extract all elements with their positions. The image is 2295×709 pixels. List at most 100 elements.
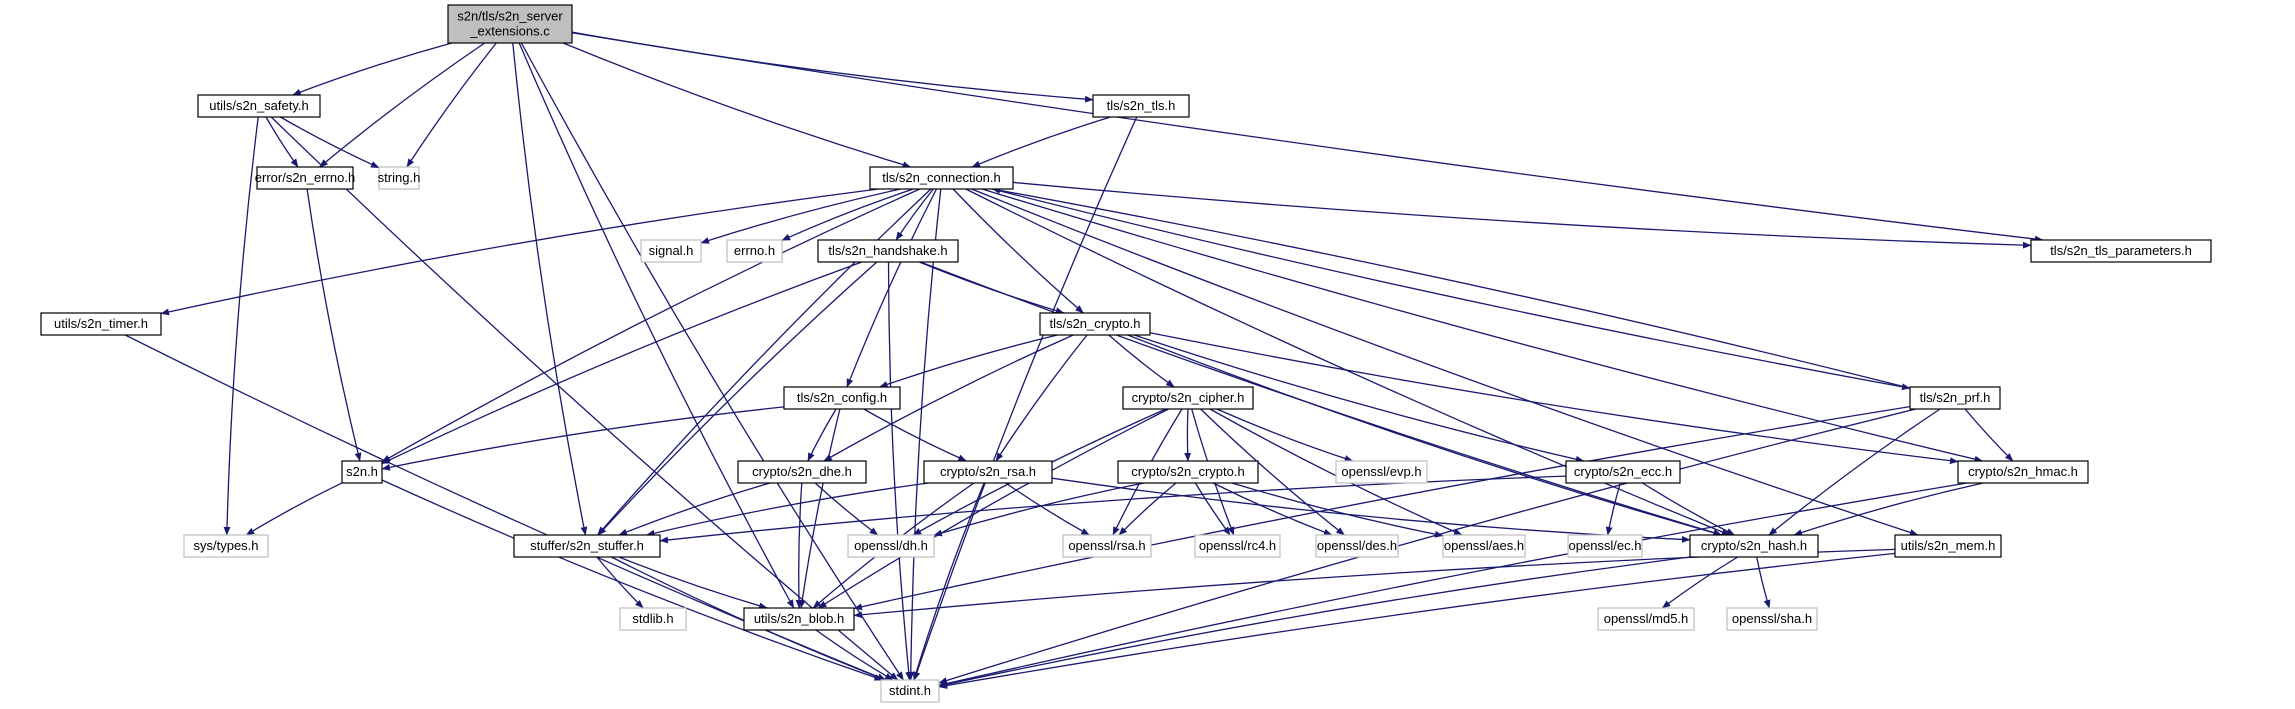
edge-ecc-to-stuffer (660, 475, 1567, 541)
node-label: string.h (378, 170, 421, 185)
node-box (640, 239, 702, 263)
node-label: stdint.h (889, 683, 931, 698)
edge-tcrypto-to-hmac (1149, 332, 1958, 462)
node-safety[interactable]: utils/s2n_safety.h (197, 94, 321, 118)
node-hmac[interactable]: crypto/s2n_hmac.h (1957, 460, 2089, 484)
edge-handshake-to-stdint (887, 261, 910, 680)
node-cipher[interactable]: crypto/s2n_cipher.h (1122, 386, 1254, 410)
node-hash[interactable]: crypto/s2n_hash.h (1689, 534, 1819, 558)
node-config[interactable]: tls/s2n_config.h (783, 386, 901, 410)
node-md5: openssl/md5.h (1597, 607, 1695, 631)
node-errno_h[interactable]: error/s2n_errno.h (255, 166, 355, 190)
node-conn[interactable]: tls/s2n_connection.h (869, 166, 1014, 190)
edge-conn-to-tlsparams (1012, 181, 2031, 245)
node-box (1565, 460, 1681, 484)
edge-ccrypto-to-orsa (1118, 482, 1177, 536)
node-box (1335, 460, 1428, 484)
node-label: tls/s2n_prf.h (1920, 390, 1991, 405)
edge-blob-to-stdint (815, 629, 893, 681)
edge-ccrypto-to-rc4 (1194, 482, 1231, 535)
node-s2nh[interactable]: s2n.h (341, 460, 383, 484)
edge-rsa-to-stdint (914, 482, 985, 680)
node-tls[interactable]: tls/s2n_tls.h (1092, 94, 1190, 118)
edge-config-to-s2nh (382, 406, 785, 469)
edge-layer (124, 31, 2043, 687)
edge-errno_h-to-s2nh (306, 188, 360, 461)
node-box (1092, 94, 1190, 118)
node-label: openssl/dh.h (854, 538, 928, 553)
node-ecc[interactable]: crypto/s2n_ecc.h (1565, 460, 1681, 484)
edge-safety-to-string (280, 116, 379, 169)
node-rsa[interactable]: crypto/s2n_rsa.h (923, 460, 1053, 484)
edge-ecc-to-oec (1608, 482, 1621, 535)
edge-conn-to-errno (782, 188, 914, 241)
node-evp: openssl/evp.h (1335, 460, 1428, 484)
node-sha: openssl/sha.h (1726, 607, 1818, 631)
node-blob[interactable]: utils/s2n_blob.h (743, 607, 855, 631)
node-label: sys/types.h (193, 538, 258, 553)
node-dh: openssl/dh.h (847, 534, 935, 558)
node-timer[interactable]: utils/s2n_timer.h (40, 312, 162, 336)
edge-safety-to-systypes (227, 116, 259, 535)
node-label: tls/s2n_connection.h (882, 170, 1001, 185)
edge-s2nh-to-stdint (381, 479, 883, 680)
edge-ccrypto-to-des (1212, 482, 1332, 536)
node-box (197, 94, 321, 118)
edge-prf-to-stdint (939, 408, 1916, 683)
node-box (847, 534, 935, 558)
edge-handshake-to-hash (920, 261, 1721, 535)
node-label: stuffer/s2n_stuffer.h (530, 538, 644, 553)
node-dhe[interactable]: crypto/s2n_dhe.h (737, 460, 867, 484)
edge-conn-to-s2nh (382, 188, 921, 463)
node-stdint: stdint.h (880, 679, 940, 703)
node-aes: openssl/aes.h (1442, 534, 1526, 558)
node-label: signal.h (649, 243, 694, 258)
edge-conn-to-hmac (981, 188, 1983, 461)
node-root[interactable]: s2n/tls/s2n_server_extensions.c (447, 4, 573, 44)
node-handshake[interactable]: tls/s2n_handshake.h (817, 239, 959, 263)
node-box (1726, 607, 1818, 631)
edge-conn-to-config (846, 188, 938, 387)
node-errno: errno.h (726, 239, 783, 263)
edge-tcrypto-to-dhe (824, 334, 1074, 462)
edge-tls-to-conn (972, 116, 1111, 168)
node-prf[interactable]: tls/s2n_prf.h (1909, 386, 2001, 410)
edge-s2nh-to-systypes (246, 482, 343, 536)
node-tlsparams[interactable]: tls/s2n_tls_parameters.h (2030, 239, 2212, 263)
edge-root-to-stdint (520, 42, 904, 680)
node-box (256, 166, 354, 190)
edge-config-to-rsa (863, 408, 967, 462)
node-mem[interactable]: utils/s2n_mem.h (1894, 534, 2002, 558)
node-ccrypto[interactable]: crypto/s2n_crypto.h (1117, 460, 1259, 484)
edge-hash-to-stdint (939, 556, 1691, 686)
node-box (1062, 534, 1152, 558)
node-box (1909, 386, 2001, 410)
edge-conn-to-signal (701, 188, 901, 243)
edge-config-to-dhe (807, 408, 837, 461)
node-box (378, 166, 420, 190)
node-orsa: openssl/rsa.h (1062, 534, 1152, 558)
node-label: tls/s2n_tls.h (1107, 98, 1176, 113)
node-label: crypto/s2n_hmac.h (1968, 464, 2078, 479)
edge-conn-to-tcrypto (952, 188, 1084, 314)
edge-hash-to-sha (1756, 556, 1770, 608)
edge-conn-to-prf (992, 188, 1910, 388)
edge-handshake-to-stuffer (597, 261, 878, 536)
node-stuffer[interactable]: stuffer/s2n_stuffer.h (513, 534, 661, 558)
node-label: crypto/s2n_rsa.h (940, 464, 1036, 479)
node-label: tls/s2n_config.h (797, 390, 887, 405)
edge-config-to-blob (801, 408, 841, 608)
node-box (1194, 534, 1281, 558)
node-label: tls/s2n_handshake.h (828, 243, 947, 258)
node-label: openssl/evp.h (1341, 464, 1421, 479)
node-box (737, 460, 867, 484)
edge-conn-to-timer (161, 188, 879, 314)
node-stdlib: stdlib.h (619, 607, 687, 631)
node-label: error/s2n_errno.h (255, 170, 355, 185)
node-tcrypto[interactable]: tls/s2n_crypto.h (1039, 312, 1151, 336)
node-box (513, 534, 661, 558)
node-label: openssl/des.h (1317, 538, 1397, 553)
edge-dhe-to-blob (799, 482, 802, 608)
node-label: tls/s2n_tls_parameters.h (2050, 243, 2192, 258)
